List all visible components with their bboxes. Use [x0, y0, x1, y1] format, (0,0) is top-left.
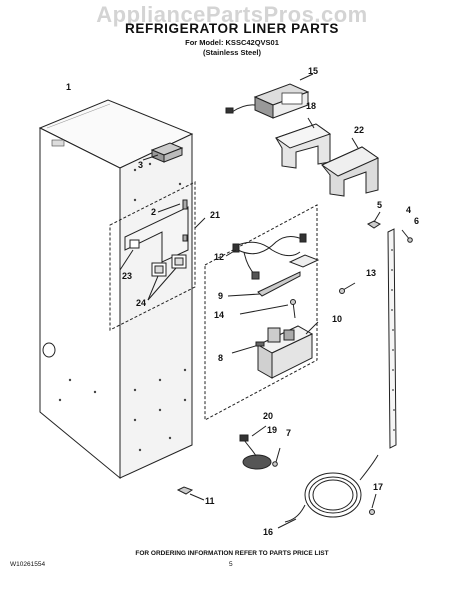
- callout-4: 4: [406, 205, 412, 215]
- callout-15: 15: [308, 66, 319, 76]
- part-17-clip: [369, 493, 377, 515]
- callout-23: 23: [122, 271, 133, 281]
- callout-24: 24: [136, 298, 147, 308]
- part-11-nut: [176, 486, 205, 501]
- document-number: W10261554: [10, 561, 46, 568]
- part-10-housing: [256, 321, 319, 379]
- group-box-10: [204, 204, 318, 421]
- part-21-bracket: [124, 199, 189, 263]
- part-6-screw: [401, 229, 413, 243]
- callout-1: 1: [66, 82, 72, 92]
- callout-13: 13: [366, 268, 377, 278]
- callout-21: 21: [210, 210, 221, 220]
- part-16-tubing: [277, 454, 379, 529]
- callout-3: 3: [138, 160, 144, 170]
- callout-16: 16: [263, 527, 274, 537]
- callout-2: 2: [151, 207, 157, 217]
- callout-19: 19: [267, 425, 278, 435]
- callout-8: 8: [218, 353, 224, 363]
- part-15-module: [225, 73, 314, 119]
- watermark-text: AppliancePartsPros.com: [96, 2, 368, 27]
- group-box-21: [109, 181, 196, 331]
- part-12-harness: [225, 233, 307, 280]
- callout-9: 9: [218, 291, 224, 301]
- callout-5: 5: [377, 200, 383, 210]
- callout-20: 20: [263, 411, 274, 421]
- callout-17: 17: [373, 482, 384, 492]
- part-7-screw: [272, 447, 281, 467]
- part-3-housing: [142, 142, 184, 163]
- part-24-pads: [151, 254, 187, 277]
- part-9-bracket: [227, 254, 320, 297]
- part-13-screw: [339, 282, 356, 294]
- part-19-sensor: [239, 425, 272, 470]
- part-4-rail: [387, 228, 397, 449]
- part-8-sensor: [231, 341, 265, 354]
- callout-14: 14: [214, 310, 225, 320]
- part-18-cover: [274, 117, 332, 169]
- part-14-screw: [239, 299, 296, 319]
- callout-10: 10: [332, 314, 343, 324]
- model-line: For Model: KSSC42QVS01: [185, 38, 279, 47]
- ordering-note: FOR ORDERING INFORMATION REFER TO PARTS …: [135, 550, 329, 557]
- page-title: REFRIGERATOR LINER PARTS: [125, 21, 339, 36]
- part-5-nut: [367, 211, 381, 229]
- page-number: 5: [229, 561, 233, 568]
- finish-line: (Stainless Steel): [203, 48, 261, 57]
- callout-11: 11: [205, 496, 215, 506]
- callout-22: 22: [354, 125, 365, 135]
- callout-7: 7: [286, 428, 292, 438]
- callout-18: 18: [306, 101, 317, 111]
- part-22-cover: [320, 137, 380, 197]
- callout-6: 6: [414, 216, 420, 226]
- callout-12: 12: [214, 252, 225, 262]
